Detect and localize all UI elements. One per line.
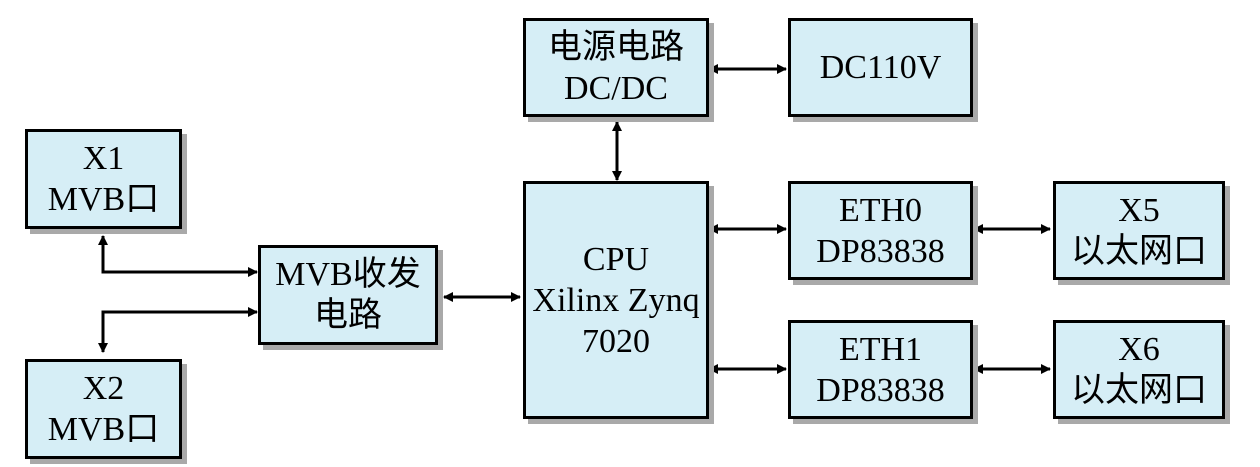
x6-sublabel: 以太网口 <box>1071 371 1207 409</box>
eth0-phy-block: ETH0 DP83838 <box>788 181 973 280</box>
x2-sublabel: MVB口 <box>47 411 160 448</box>
cpu-block: CPU Xilinx Zynq 7020 <box>523 181 709 419</box>
mvb-transceiver-block: MVB收发 电路 <box>258 245 438 345</box>
x5-label: X5 <box>1118 191 1160 229</box>
x1-label: X1 <box>82 140 125 177</box>
eth1-chip: DP83838 <box>816 371 945 409</box>
x2-label: X2 <box>82 370 125 407</box>
x1-mvb-port-block: X1 MVB口 <box>25 129 182 229</box>
eth1-phy-block: ETH1 DP83838 <box>788 320 973 419</box>
cpu-part-number: 7020 <box>582 322 650 360</box>
dc110v-label: DC110V <box>819 49 942 86</box>
eth0-label: ETH0 <box>838 191 923 229</box>
arrow-x1-mvb <box>98 235 258 277</box>
eth0-chip: DP83838 <box>816 232 945 270</box>
cpu-label: CPU <box>582 240 650 278</box>
power-supply-block: 电源电路 DC/DC <box>523 18 709 117</box>
x6-label: X6 <box>1118 330 1160 368</box>
x6-ethernet-port-block: X6 以太网口 <box>1053 320 1225 419</box>
power-sublabel: DC/DC <box>564 69 668 107</box>
x5-sublabel: 以太网口 <box>1071 232 1207 270</box>
dc110v-block: DC110V <box>788 18 973 117</box>
eth1-label: ETH1 <box>838 330 923 368</box>
x1-sublabel: MVB口 <box>47 181 160 218</box>
power-label: 电源电路 <box>548 28 684 66</box>
mvb-label: MVB收发 <box>275 256 421 293</box>
x2-mvb-port-block: X2 MVB口 <box>25 359 182 459</box>
arrow-x2-mvb <box>98 307 258 353</box>
mvb-sublabel: 电路 <box>314 297 382 334</box>
x5-ethernet-port-block: X5 以太网口 <box>1053 181 1225 280</box>
cpu-model: Xilinx Zynq <box>532 281 700 319</box>
